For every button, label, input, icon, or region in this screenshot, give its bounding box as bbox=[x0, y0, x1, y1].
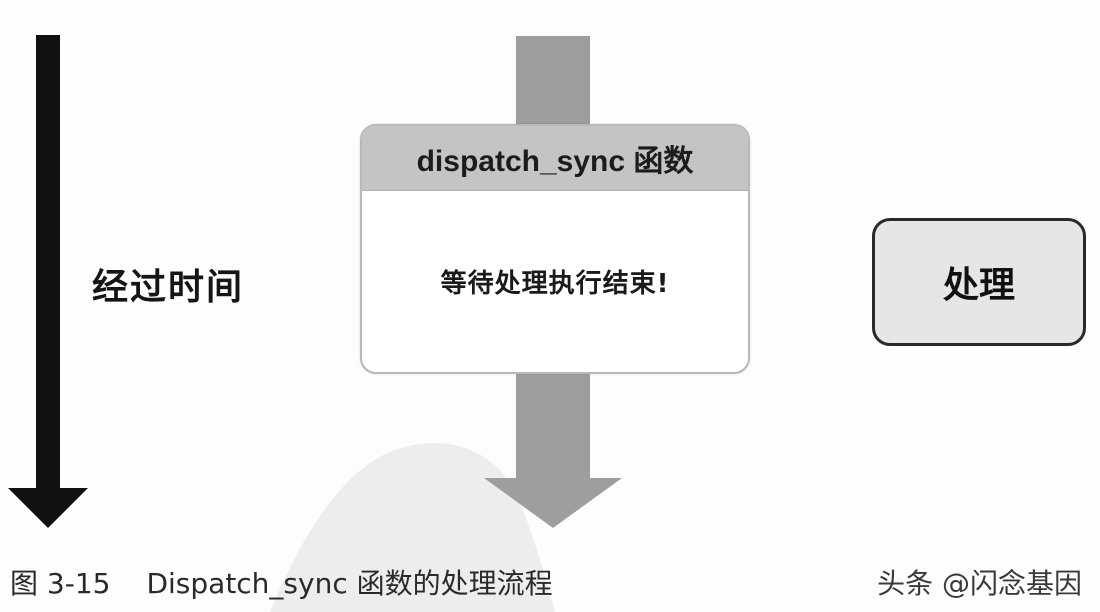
watermark-text: 头条 @闪念基因 bbox=[877, 567, 1082, 600]
background-logo-shape bbox=[270, 443, 555, 612]
elapsed-time-label: 经过时间 bbox=[92, 267, 245, 308]
figure-caption-text: Dispatch_sync 函数的处理流程 bbox=[146, 567, 553, 600]
flow-arrow-top-segment bbox=[516, 36, 590, 128]
flow-arrow-bottom-segment bbox=[516, 368, 590, 480]
time-arrow-shaft bbox=[36, 35, 60, 490]
process-box: 处理 bbox=[872, 218, 1086, 346]
dispatch-sync-header: dispatch_sync 函数 bbox=[362, 126, 748, 191]
figure-caption: 图 3-15 Dispatch_sync 函数的处理流程 bbox=[10, 562, 553, 602]
dispatch-sync-box: dispatch_sync 函数 等待处理执行结束! bbox=[360, 124, 750, 374]
process-label: 处理 bbox=[942, 265, 1015, 306]
dispatch-sync-body-text: 等待处理执行结束! bbox=[440, 268, 670, 299]
figure-number: 图 3-15 bbox=[10, 567, 111, 600]
time-arrow-head bbox=[8, 488, 88, 528]
flow-arrow-head bbox=[484, 478, 622, 528]
